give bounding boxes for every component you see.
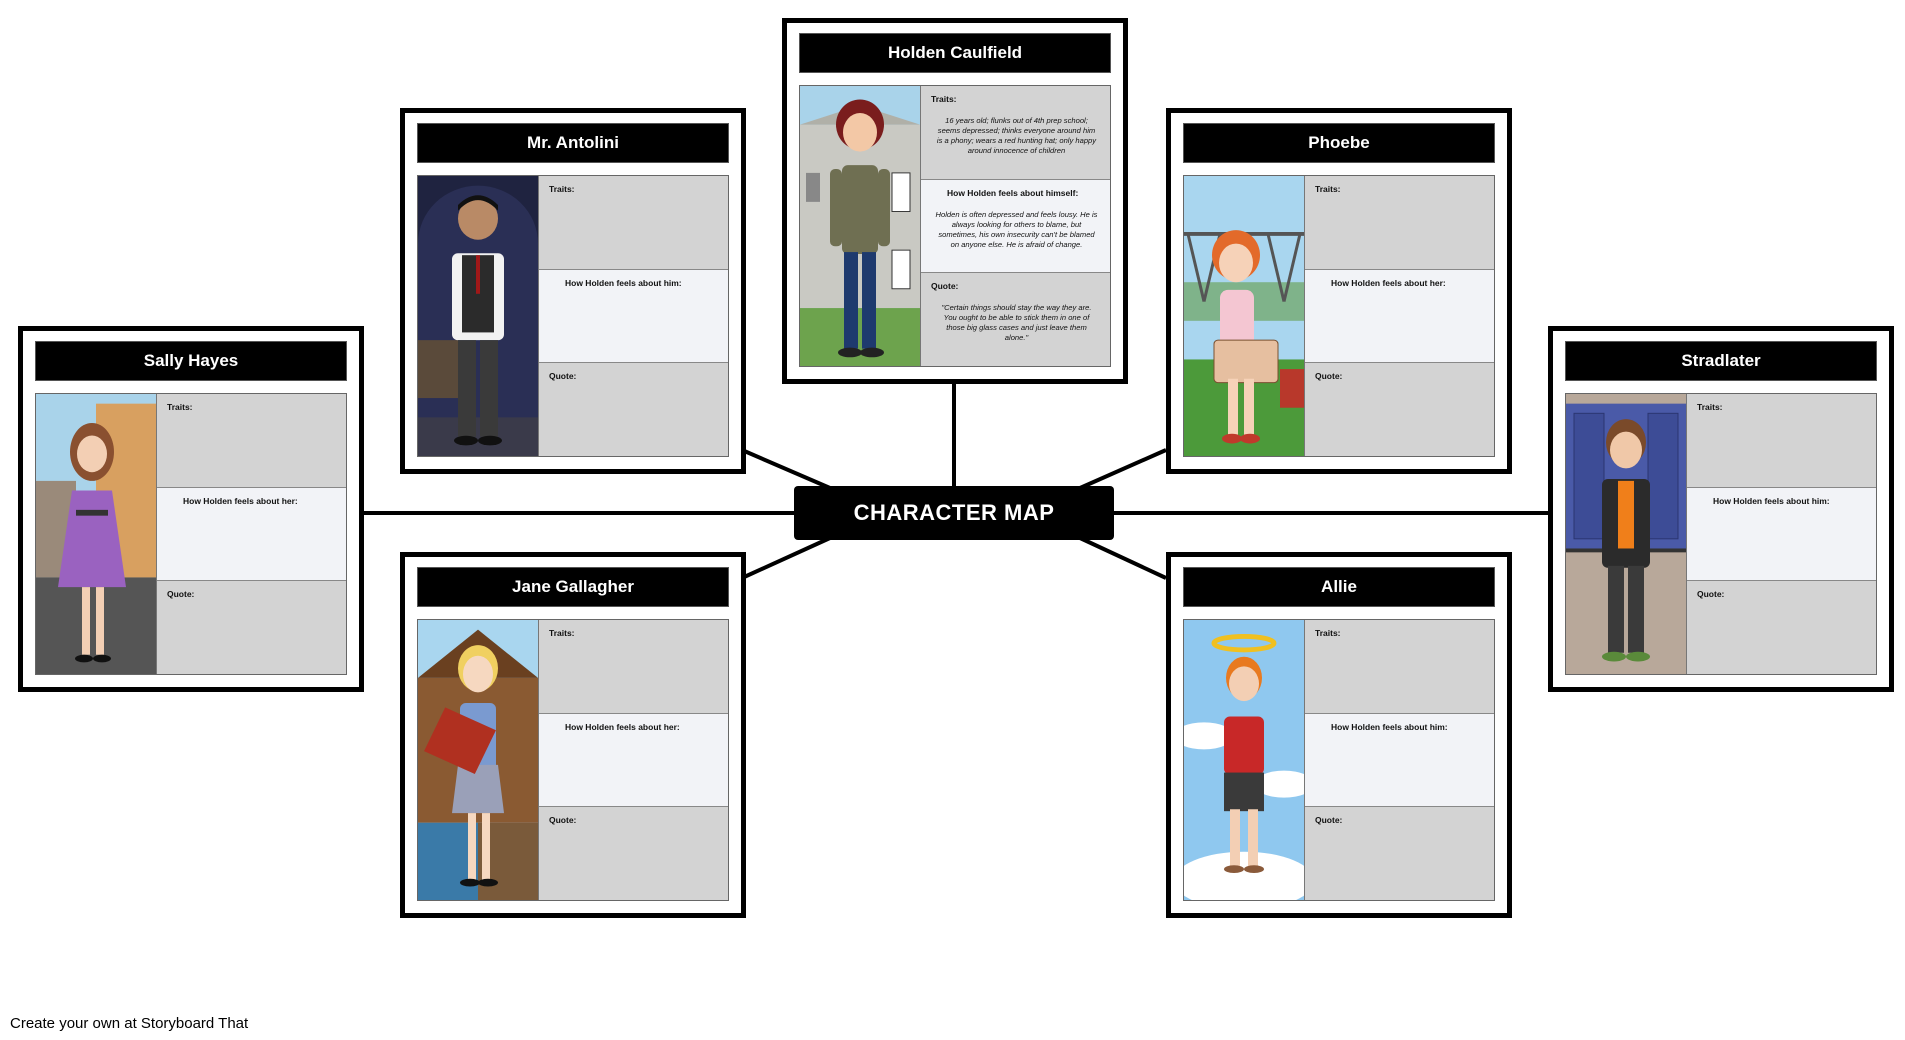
quote-label: Quote: <box>1697 589 1725 600</box>
character-card-allie: Allie Traits: <box>1166 552 1512 918</box>
feelings-label: How Holden feels about himself: <box>947 187 1079 198</box>
traits-label: Traits: <box>1697 402 1723 412</box>
traits-cell: Traits: <box>157 394 346 487</box>
traits-label: Traits: <box>1315 628 1341 638</box>
feelings-label: How Holden feels about her: <box>565 721 680 732</box>
character-card-antolini: Mr. Antolini Traits: <box>400 108 746 474</box>
traits-cell: Traits: 16 years old; flunks out of 4th … <box>921 86 1110 179</box>
feelings-cell: How Holden feels about himself: Holden i… <box>921 178 1110 274</box>
traits-label: Traits: <box>549 184 575 194</box>
feelings-label: How Holden feels about him: <box>1331 721 1448 732</box>
phoebe-illustration <box>1184 176 1305 456</box>
character-card-stradlater: Stradlater Traits: <box>1548 326 1894 692</box>
feelings-cell: How Holden feels about her: <box>539 712 728 808</box>
quote-label: Quote: <box>1315 371 1343 382</box>
quote-cell: Quote: <box>1687 581 1876 675</box>
feelings-cell: How Holden feels about him: <box>1305 712 1494 808</box>
character-name: Stradlater <box>1565 341 1877 381</box>
quote-label: Quote: <box>549 371 577 382</box>
feelings-cell: How Holden feels about him: <box>1687 486 1876 582</box>
antolini-illustration <box>418 176 539 456</box>
quote-cell: Quote: <box>1305 807 1494 901</box>
traits-cell: Traits: <box>539 176 728 269</box>
character-card-jane: Jane Gallagher Traits: <box>400 552 746 918</box>
character-name: Mr. Antolini <box>417 123 729 163</box>
character-name: Holden Caulfield <box>799 33 1111 73</box>
quote-label: Quote: <box>549 815 577 826</box>
traits-cell: Traits: <box>1305 620 1494 713</box>
character-name: Jane Gallagher <box>417 567 729 607</box>
quote-cell: Quote: "Certain things should stay the w… <box>921 273 1110 367</box>
feelings-text: Holden is often depressed and feels lous… <box>935 209 1098 249</box>
feelings-label: How Holden feels about him: <box>565 277 682 288</box>
character-name: Phoebe <box>1183 123 1495 163</box>
traits-label: Traits: <box>1315 184 1341 194</box>
quote-cell: Quote: <box>539 807 728 901</box>
feelings-cell: How Holden feels about her: <box>1305 268 1494 364</box>
quote-label: Quote: <box>1315 815 1343 826</box>
character-card-sally: Sally Hayes Traits: How <box>18 326 364 692</box>
quote-cell: Quote: <box>1305 363 1494 457</box>
feelings-cell: How Holden feels about him: <box>539 268 728 364</box>
stradlater-illustration <box>1566 394 1687 674</box>
feelings-cell: How Holden feels about her: <box>157 486 346 582</box>
traits-label: Traits: <box>549 628 575 638</box>
traits-text: 16 years old; flunks out of 4th prep sch… <box>936 116 1097 155</box>
traits-cell: Traits: <box>539 620 728 713</box>
character-card-holden: Holden Caulfield <box>782 18 1128 384</box>
quote-label: Quote: <box>167 589 195 600</box>
jane-illustration <box>418 620 539 900</box>
feelings-label: How Holden feels about him: <box>1713 495 1830 506</box>
character-name: Sally Hayes <box>35 341 347 381</box>
quote-cell: Quote: <box>157 581 346 675</box>
footer-credit[interactable]: Create your own at Storyboard That <box>10 1015 249 1032</box>
traits-label: Traits: <box>167 402 193 412</box>
allie-illustration <box>1184 620 1305 900</box>
character-name: Allie <box>1183 567 1495 607</box>
quote-label: Quote: <box>931 281 959 292</box>
traits-label: Traits: <box>931 94 957 104</box>
feelings-label: How Holden feels about her: <box>183 495 298 506</box>
sally-illustration <box>36 394 157 674</box>
quote-cell: Quote: <box>539 363 728 457</box>
character-card-phoebe: Phoebe Traits: <box>1166 108 1512 474</box>
quote-text: "Certain things should stay the way they… <box>941 303 1092 343</box>
traits-cell: Traits: <box>1305 176 1494 269</box>
character-map-title: CHARACTER MAP <box>794 486 1114 540</box>
feelings-label: How Holden feels about her: <box>1331 277 1446 288</box>
traits-cell: Traits: <box>1687 394 1876 487</box>
holden-illustration <box>800 86 921 366</box>
